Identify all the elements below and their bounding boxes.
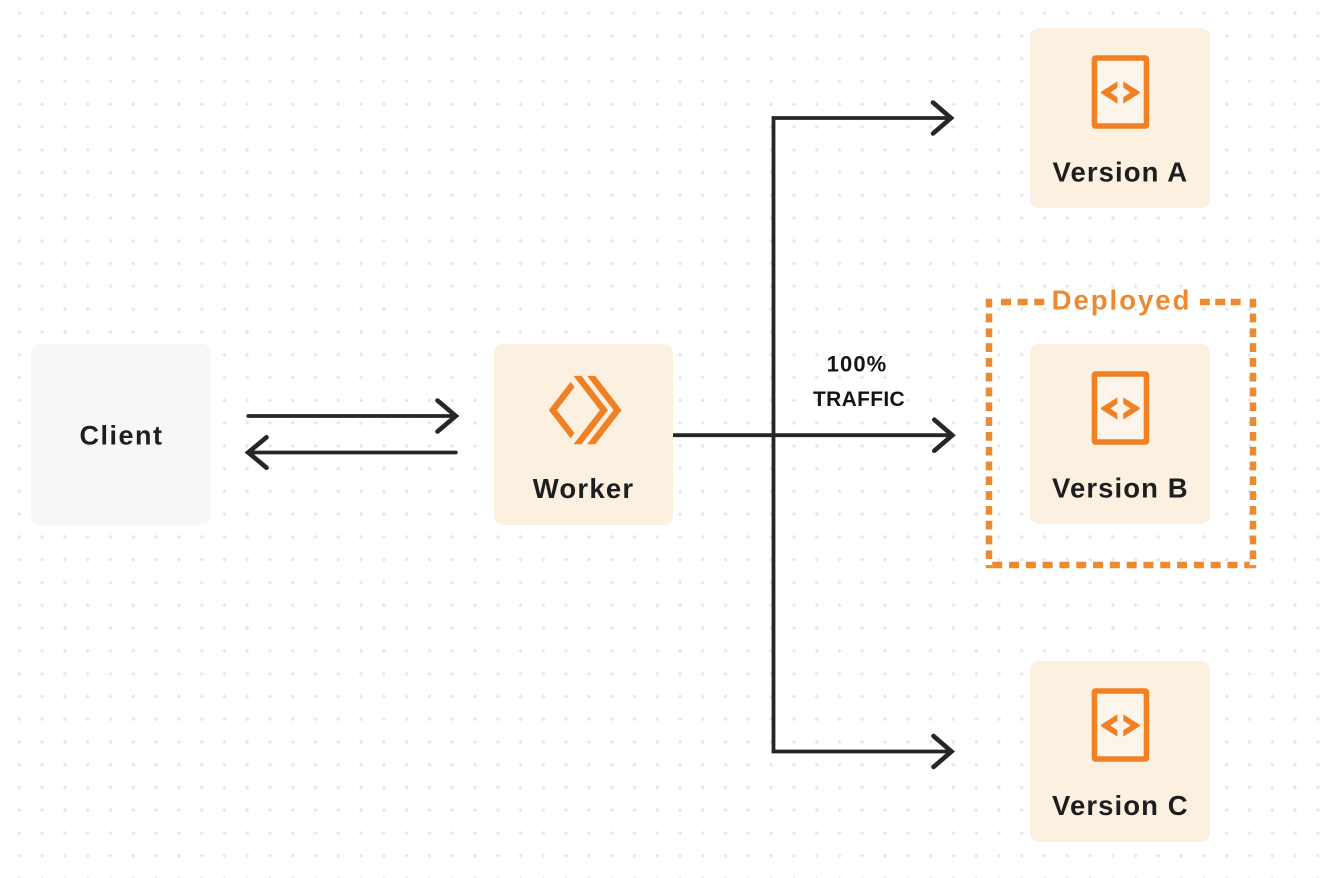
svg-text:100%: 100% — [827, 352, 888, 377]
svg-text:Worker: Worker — [533, 473, 634, 504]
svg-text:Deployed: Deployed — [1052, 285, 1192, 316]
svg-text:Client: Client — [79, 421, 163, 451]
svg-text:Version B: Version B — [1052, 472, 1189, 503]
svg-text:Version A: Version A — [1053, 156, 1189, 187]
svg-text:Version C: Version C — [1052, 790, 1189, 821]
svg-text:TRAFFIC: TRAFFIC — [813, 388, 905, 411]
